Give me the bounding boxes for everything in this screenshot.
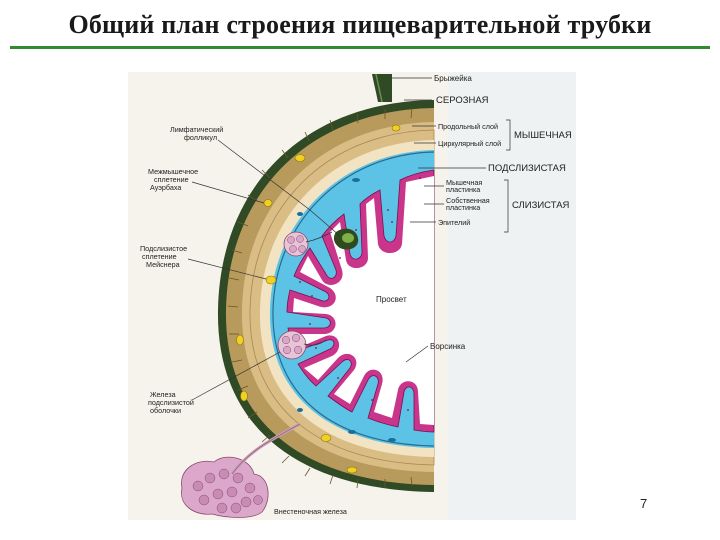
- extramural-gland: [181, 422, 301, 518]
- label-villus: Ворсинка: [430, 342, 466, 351]
- label-longitudinal-layer: Продольный слой: [438, 122, 498, 131]
- label-mesentery: Брыжейка: [434, 74, 472, 83]
- label-auerbach-2: сплетение: [154, 175, 189, 184]
- page-title: Общий план строения пищеварительной труб…: [68, 10, 652, 39]
- label-serosa: СЕРОЗНАЯ: [436, 95, 489, 106]
- label-lamina-propria-2: пластинка: [446, 203, 480, 212]
- gland-duct-upper: [305, 231, 333, 243]
- left-labels: Лимфатический фолликул Межмышечное сплет…: [140, 125, 347, 516]
- label-meissner-2: сплетение: [142, 252, 177, 261]
- label-meissner-1: Подслизистое: [140, 244, 187, 253]
- muscle-segments: [227, 107, 413, 489]
- label-mucosa: СЛИЗИСТАЯ: [512, 200, 570, 211]
- label-lamina-propria-1: Собственная: [446, 196, 490, 205]
- right-labels: Брыжейка СЕРОЗНАЯ Продольный слой Циркул…: [376, 74, 572, 363]
- label-submucosal-gland-3: оболочки: [150, 406, 181, 415]
- lumen: [293, 176, 434, 425]
- title-underline: [10, 46, 710, 49]
- label-muscularis-mucosae-2: пластинка: [446, 185, 480, 194]
- label-extramural-gland: Внестеночная железа: [274, 507, 347, 516]
- nerve-plexus-nodes: [236, 124, 401, 474]
- label-auerbach-1: Межмышечное: [148, 167, 198, 176]
- label-muscular: МЫШЕЧНАЯ: [514, 130, 572, 141]
- label-submucosal-gland-2: подслизистой: [148, 398, 194, 407]
- label-epithelium: Эпителий: [438, 218, 470, 227]
- gland-duct-lower: [303, 339, 327, 346]
- label-lymph-follicle-2: фолликул: [184, 133, 217, 142]
- label-circular-layer: Циркулярный слой: [438, 139, 501, 148]
- label-lymph-follicle-1: Лимфатический: [170, 125, 223, 134]
- page-number: 7: [640, 496, 648, 511]
- label-lumen: Просвет: [376, 295, 407, 304]
- label-submucosa: ПОДСЛИЗИСТАЯ: [488, 163, 566, 174]
- label-auerbach-3: Ауэрбаха: [150, 183, 181, 192]
- label-muscularis-mucosae-1: Мышечная: [446, 178, 482, 187]
- label-submucosal-gland-1: Железа: [150, 390, 176, 399]
- submucosal-glands: [277, 231, 309, 360]
- epithelium-dots: [299, 177, 421, 411]
- label-meissner-3: Мейснера: [146, 260, 180, 269]
- lymph-follicle-center: [342, 233, 354, 243]
